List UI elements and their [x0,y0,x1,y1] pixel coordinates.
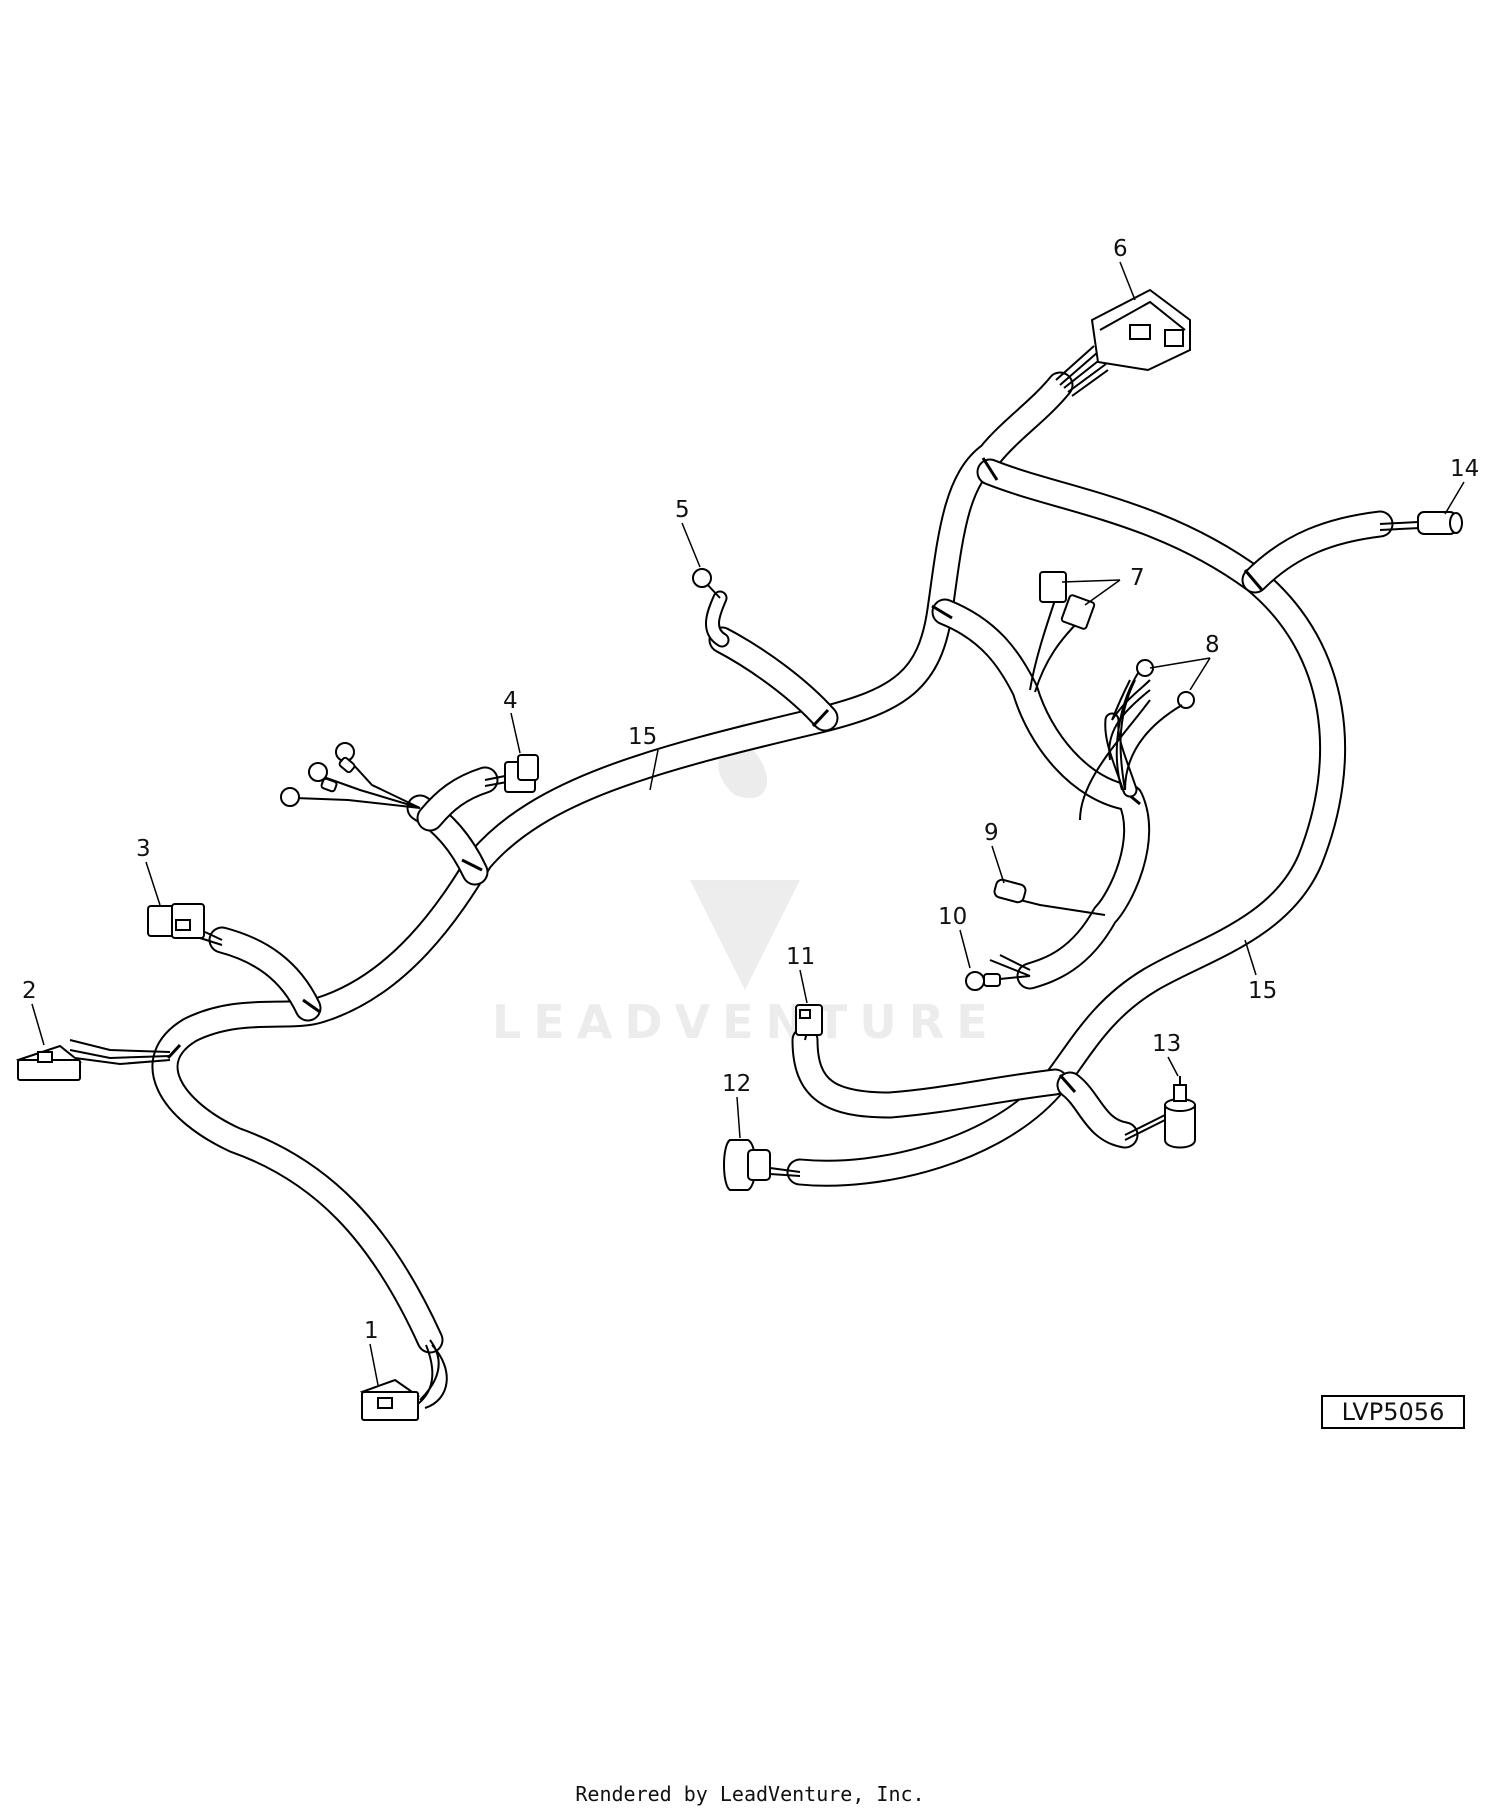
callout-10: 10 [938,904,967,930]
connector-2 [16,1044,82,1082]
callout-4: 4 [503,688,518,714]
callout-5: 5 [675,497,690,523]
callout-2: 2 [22,978,37,1004]
connector-4 [504,754,539,793]
leader-lines [31,261,1465,1386]
callout-1: 1 [364,1318,379,1344]
callout-8: 8 [1205,632,1220,658]
connector-7a [1039,571,1067,603]
cable-bands [166,457,1264,1093]
callout-14: 14 [1450,456,1479,482]
ring-terminal-10 [965,971,1001,991]
watermark: LEADVENTURE [492,720,1000,1049]
connector-1 [359,1378,421,1421]
callout-11: 11 [786,944,815,970]
ring-terminal-5 [692,568,721,599]
callout-7: 7 [1130,565,1145,591]
figure-reference-code: LVP5056 [1321,1395,1465,1429]
callout-9: 9 [984,820,999,846]
callout-13: 13 [1152,1031,1181,1057]
connector-3 [147,903,205,939]
callout-12: 12 [722,1071,751,1097]
terminal-14 [1417,511,1463,535]
connector-11 [795,1004,823,1036]
ring-terminal-group [280,742,356,807]
watermark-text: LEADVENTURE [492,995,1000,1049]
connector-12 [723,1139,771,1191]
callout-3: 3 [136,836,151,862]
wires-and-terminals [16,288,1463,1421]
sensor-13 [1164,1076,1196,1149]
render-credit: Rendered by LeadVenture, Inc. [575,1782,925,1806]
callout-6: 6 [1113,236,1128,262]
callout-15-lower: 15 [1248,978,1277,1004]
terminal-9 [993,878,1027,904]
callout-15-upper: 15 [628,724,657,750]
harness-cables [151,371,1394,1354]
ring-terminal-8b [1177,691,1195,709]
connector-6 [1090,288,1191,372]
callout-labels: 1 2 3 4 5 6 7 8 9 10 11 12 13 14 15 15 [22,236,1479,1344]
